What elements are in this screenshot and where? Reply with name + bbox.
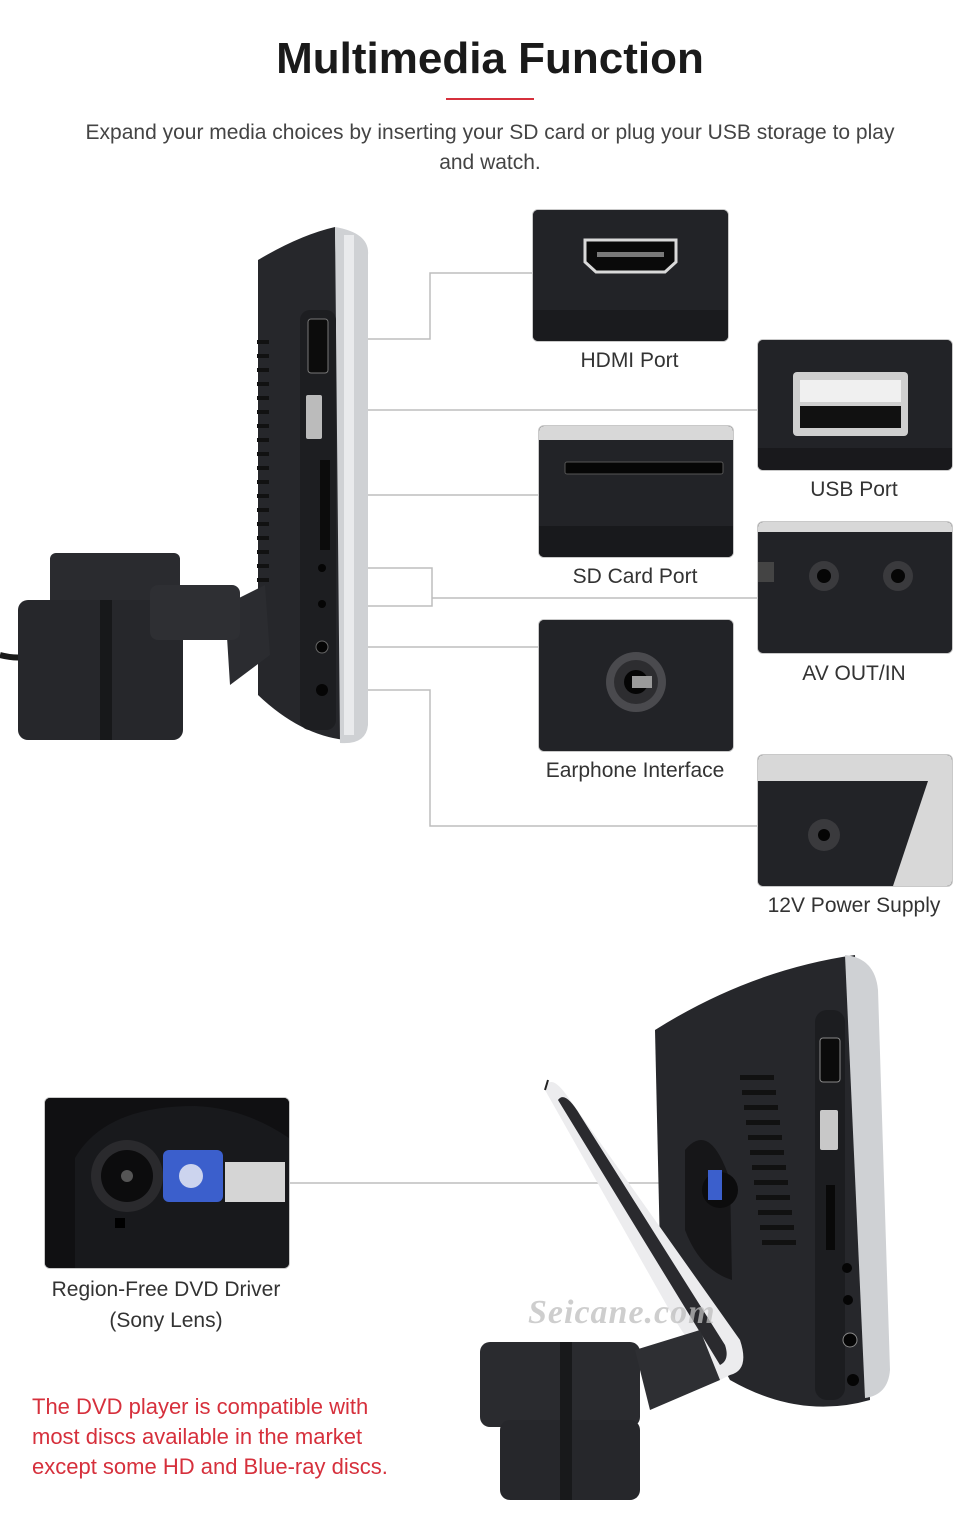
note-line: The DVD player is compatible with	[32, 1394, 369, 1419]
page-title: Multimedia Function	[276, 34, 704, 83]
usb-port-label: USB Port	[810, 478, 898, 501]
av-port-label: AV OUT/IN	[802, 662, 906, 685]
dvd-driver-photo	[44, 1097, 290, 1269]
watermark-logo: Seicane.com	[528, 1294, 716, 1331]
page-subtitle: Expand your media choices by inserting y…	[85, 121, 895, 174]
dvd-caption-line1: Region-Free DVD Driver	[51, 1278, 281, 1301]
device-open-view	[470, 950, 910, 1520]
sd-card-port-photo	[538, 425, 734, 558]
earphone-port-label: Earphone Interface	[545, 759, 725, 782]
sd-card-port-label: SD Card Port	[572, 565, 698, 588]
hdmi-port-photo	[532, 209, 729, 342]
usb-port-photo	[757, 339, 953, 471]
note-line: most discs available in the market	[32, 1424, 363, 1449]
dvd-caption-line2: (Sony Lens)	[109, 1309, 223, 1332]
device-side-view	[0, 215, 380, 760]
compatibility-note: The DVD player is compatible with most d…	[32, 1392, 492, 1482]
earphone-port-photo	[538, 619, 734, 752]
hdmi-port-label: HDMI Port	[580, 349, 679, 372]
title-divider	[446, 98, 534, 100]
power-port-label: 12V Power Supply	[767, 894, 941, 917]
power-port-photo	[757, 754, 953, 887]
note-line: except some HD and Blue-ray discs.	[32, 1454, 388, 1479]
av-port-photo	[757, 521, 953, 654]
